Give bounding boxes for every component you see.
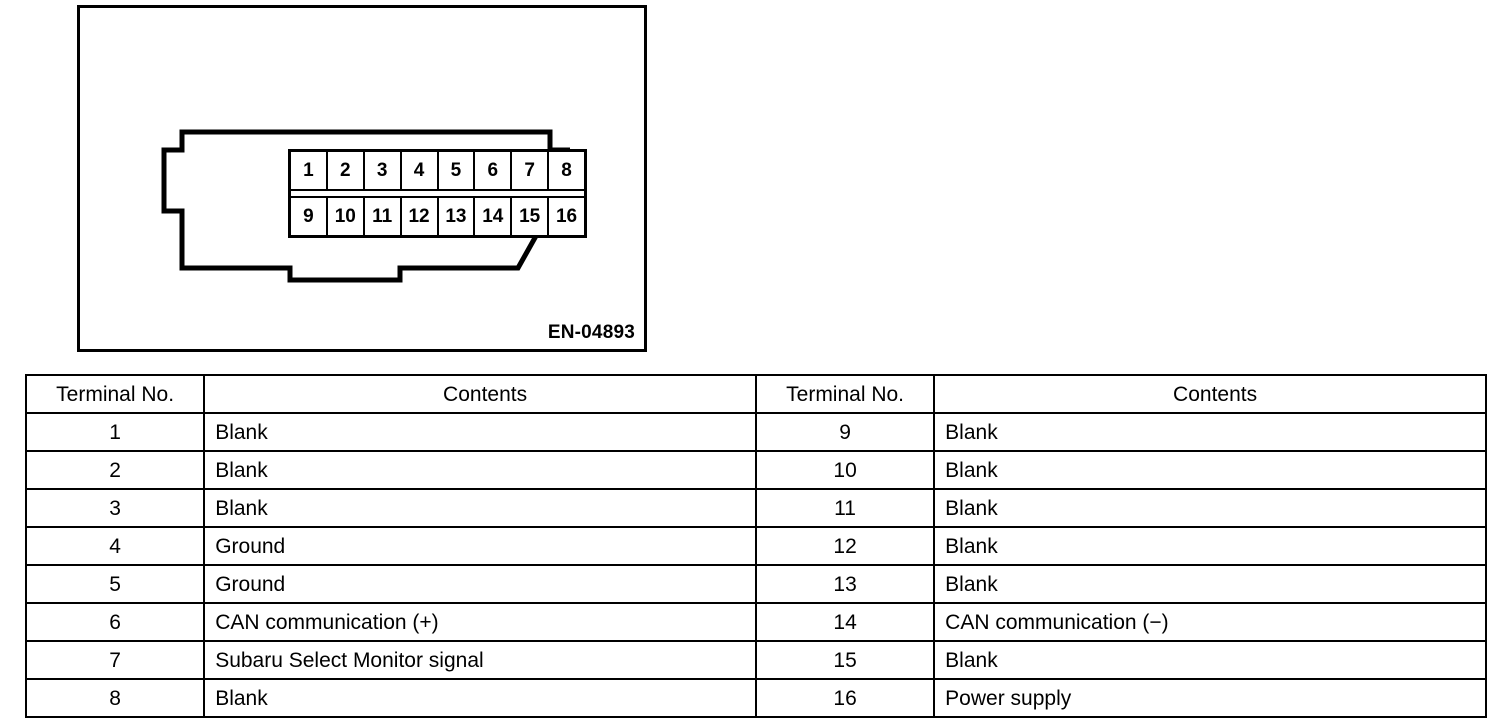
cell-terminal-no-7: 7 <box>24 640 206 680</box>
table-row: 4 Ground 12 Blank <box>24 526 1487 566</box>
pin-cell-9: 9 <box>291 198 328 235</box>
cell-contents-8: Blank <box>203 678 757 718</box>
table-row: 7 Subaru Select Monitor signal 15 Blank <box>24 640 1487 680</box>
cell-contents-4: Ground <box>203 526 757 566</box>
cell-contents-15: Blank <box>933 640 1487 680</box>
table-row: 8 Blank 16 Power supply <box>24 678 1487 718</box>
cell-terminal-no-15: 15 <box>754 640 936 680</box>
cell-contents-2: Blank <box>203 450 757 490</box>
table-row: 6 CAN communication (+) 14 CAN communica… <box>24 602 1487 642</box>
pin-cell-5: 5 <box>438 152 476 189</box>
cell-terminal-no-2: 2 <box>24 450 206 490</box>
pin-cell-6: 6 <box>475 152 513 189</box>
cell-contents-16: Power supply <box>933 678 1487 718</box>
cell-contents-12: Blank <box>933 526 1487 566</box>
pin-cell-14: 14 <box>475 198 513 235</box>
pin-row-top: 1 2 3 4 5 6 7 8 <box>291 152 584 189</box>
pin-cell-11: 11 <box>364 198 402 235</box>
cell-contents-6: CAN communication (+) <box>203 602 757 642</box>
header-contents-left: Contents <box>203 374 757 414</box>
pin-cell-4: 4 <box>401 152 439 189</box>
pin-number-grid: 1 2 3 4 5 6 7 8 9 10 11 12 13 14 15 16 <box>288 149 587 238</box>
figure-reference-code: EN-04893 <box>547 322 635 343</box>
cell-terminal-no-3: 3 <box>24 488 206 528</box>
pin-cell-16: 16 <box>549 198 584 235</box>
header-contents-right: Contents <box>933 374 1487 414</box>
table-row: 2 Blank 10 Blank <box>24 450 1487 490</box>
cell-contents-13: Blank <box>933 564 1487 604</box>
cell-terminal-no-13: 13 <box>754 564 936 604</box>
pin-grid-divider-band <box>291 189 584 198</box>
cell-terminal-no-10: 10 <box>754 450 936 490</box>
cell-terminal-no-8: 8 <box>24 678 206 718</box>
cell-contents-7: Subaru Select Monitor signal <box>203 640 757 680</box>
cell-terminal-no-9: 9 <box>754 412 936 452</box>
cell-terminal-no-16: 16 <box>754 678 936 718</box>
cell-contents-11: Blank <box>933 488 1487 528</box>
pin-cell-2: 2 <box>327 152 365 189</box>
header-terminal-no-right: Terminal No. <box>754 374 936 414</box>
pin-cell-15: 15 <box>512 198 550 235</box>
table-row: 3 Blank 11 Blank <box>24 488 1487 528</box>
table-body: 1 Blank 9 Blank 2 Blank 10 Blank 3 Blank… <box>24 412 1487 718</box>
cell-terminal-no-1: 1 <box>24 412 206 452</box>
table-header-row: Terminal No. Contents Terminal No. Conte… <box>24 374 1487 414</box>
pin-cell-8: 8 <box>549 152 584 189</box>
pin-cell-7: 7 <box>512 152 550 189</box>
terminal-contents-table: Terminal No. Contents Terminal No. Conte… <box>24 374 1487 718</box>
pin-cell-1: 1 <box>291 152 328 189</box>
header-terminal-no-left: Terminal No. <box>24 374 206 414</box>
cell-terminal-no-14: 14 <box>754 602 936 642</box>
cell-terminal-no-11: 11 <box>754 488 936 528</box>
cell-contents-3: Blank <box>203 488 757 528</box>
cell-terminal-no-4: 4 <box>24 526 206 566</box>
connector-figure-panel: 1 2 3 4 5 6 7 8 9 10 11 12 13 14 15 16 E… <box>77 5 647 352</box>
pin-row-bottom: 9 10 11 12 13 14 15 16 <box>291 198 584 235</box>
cell-contents-10: Blank <box>933 450 1487 490</box>
pin-cell-3: 3 <box>364 152 402 189</box>
table-row: 5 Ground 13 Blank <box>24 564 1487 604</box>
table-row: 1 Blank 9 Blank <box>24 412 1487 452</box>
cell-contents-1: Blank <box>203 412 757 452</box>
pin-cell-10: 10 <box>327 198 365 235</box>
pin-cell-12: 12 <box>401 198 439 235</box>
cell-terminal-no-12: 12 <box>754 526 936 566</box>
cell-contents-9: Blank <box>933 412 1487 452</box>
pin-cell-13: 13 <box>438 198 476 235</box>
cell-terminal-no-5: 5 <box>24 564 206 604</box>
cell-contents-14: CAN communication (−) <box>933 602 1487 642</box>
cell-terminal-no-6: 6 <box>24 602 206 642</box>
cell-contents-5: Ground <box>203 564 757 604</box>
